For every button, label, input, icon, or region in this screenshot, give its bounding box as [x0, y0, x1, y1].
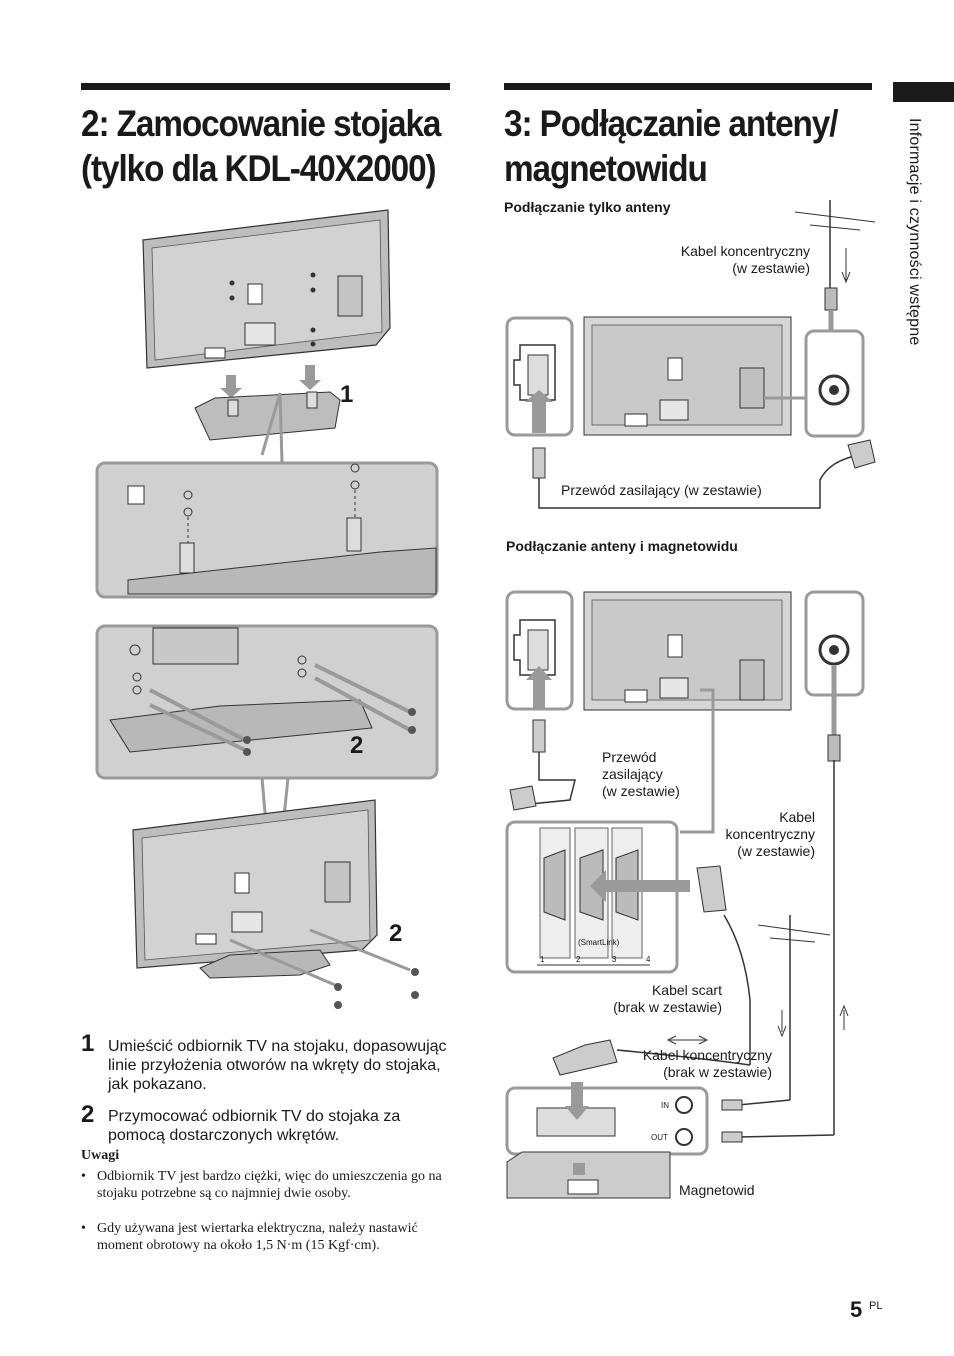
- scart-label-line1: Kabel scart: [651, 982, 722, 998]
- section2-title-line1: 2: Zamocowanie stojaka: [81, 103, 441, 144]
- section3-title-line1: 3: Podłączanie anteny/: [504, 103, 838, 144]
- zoom-panel-2: [95, 624, 439, 780]
- step-1-number: 1: [81, 1030, 95, 1057]
- antenna-vcr-diagram: [505, 590, 865, 1199]
- section2-title: 2: Zamocowanie stojaka (tylko dla KDL-40…: [81, 101, 441, 191]
- note-bullet-icon: •: [81, 1221, 86, 1236]
- section3-title-line2: magnetowidu: [504, 148, 708, 189]
- port-4-label: 4: [646, 955, 651, 964]
- page-number: 5: [850, 1297, 863, 1322]
- port-3-label: 3: [612, 955, 617, 964]
- note-bullet-icon: •: [81, 1169, 86, 1184]
- chapter-tab-marker: [893, 82, 954, 102]
- antenna-vcr-heading: Podłączanie anteny i magnetowidu: [506, 538, 738, 554]
- coax2-label-line1: Kabel koncentryczny: [642, 1047, 772, 1063]
- coax-label-line1: Kabel koncentryczny: [680, 243, 810, 259]
- antenna-only-diagram: [505, 200, 876, 509]
- note-1-text: Odbiornik TV jest bardzo ciężki, więc do…: [97, 1169, 442, 1201]
- power-label-line3: (w zestawie): [602, 783, 680, 799]
- coax-vcr-label-line2: koncentryczny: [725, 826, 815, 842]
- zoom-panel-1: [95, 461, 439, 599]
- scart-label-line2: (brak w zestawie): [613, 999, 722, 1015]
- power-label-line1: Przewód: [602, 749, 657, 765]
- stand-arrows-top: [220, 365, 321, 398]
- coax2-label-line2: (brak w zestawie): [663, 1064, 772, 1080]
- port-2-label: 2: [576, 955, 581, 964]
- vcr-in-label: IN: [661, 1101, 669, 1110]
- antenna-only-heading: Podłączanie tylko anteny: [504, 199, 671, 215]
- step-1-text: Umieścić odbiornik TV na stojaku, dopaso…: [108, 1038, 447, 1093]
- notes-heading: Uwagi: [81, 1148, 120, 1163]
- page-language-suffix: PL: [869, 1300, 883, 1312]
- vcr-label: Magnetowid: [679, 1182, 755, 1198]
- note-2-text: Gdy używana jest wiertarka elektryczna, …: [97, 1221, 418, 1253]
- power-label-line2: zasilający: [602, 766, 663, 782]
- stand-top-illustration: [194, 391, 341, 441]
- vcr-out-label: OUT: [651, 1133, 668, 1142]
- port-1-label: 1: [540, 955, 545, 964]
- tv-rear-top-illustration: [142, 209, 391, 369]
- chapter-tab-label: Informacje i czynności wstępne: [906, 118, 923, 346]
- section3-title: 3: Podłączanie anteny/ magnetowidu: [504, 101, 838, 191]
- coax-vcr-label-line3: (w zestawie): [737, 843, 815, 859]
- smartlink-label: (SmartLink): [578, 938, 620, 947]
- power-cord-label: Przewód zasilający (w zestawie): [561, 482, 762, 498]
- step-2-text: Przymocować odbiornik TV do stojaka za p…: [108, 1108, 401, 1144]
- coax-label-line2: (w zestawie): [732, 260, 810, 276]
- section2-rule: [81, 83, 450, 90]
- callout-1: 1: [340, 381, 354, 408]
- callout-2a: 2: [350, 732, 364, 759]
- step-2-number: 2: [81, 1101, 95, 1128]
- tv-rear-bottom-illustration: [132, 799, 419, 1009]
- callout-2b: 2: [389, 920, 403, 947]
- section3-rule: [504, 83, 872, 90]
- coax-vcr-label-line1: Kabel: [779, 809, 815, 825]
- section2-title-line2: (tylko dla KDL-40X2000): [81, 148, 437, 189]
- note-1: • Odbiornik TV jest bardzo ciężki, więc …: [81, 1168, 447, 1202]
- note-2: • Gdy używana jest wiertarka elektryczna…: [81, 1220, 447, 1254]
